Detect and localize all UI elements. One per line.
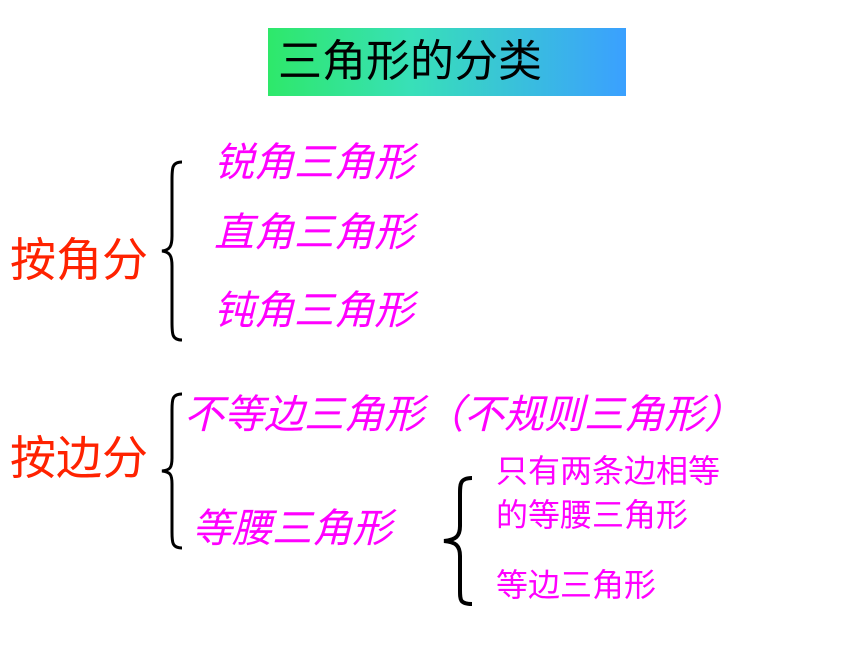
category-by-angle: 按角分 — [10, 233, 148, 287]
sub-item-equilateral-triangle: 等边三角形 — [496, 566, 657, 604]
title-banner — [268, 28, 626, 96]
category-by-side: 按边分 — [10, 431, 148, 485]
page-title: 三角形的分类 — [278, 36, 542, 87]
item-acute-triangle: 锐角三角形 — [214, 140, 414, 186]
item-obtuse-triangle: 钝角三角形 — [214, 288, 414, 334]
item-scalene-triangle: 不等边三角形（不规则三角形） — [184, 392, 744, 438]
item-right-triangle: 直角三角形 — [214, 210, 414, 256]
sub-item-isosceles-only-line1: 只有两条边相等 — [496, 452, 721, 490]
sub-item-isosceles-only-line2: 的等腰三角形 — [496, 496, 689, 534]
brace-by-side — [161, 392, 183, 550]
brace-by-angle — [161, 160, 183, 342]
brace-isosceles — [443, 476, 473, 606]
item-isosceles-triangle: 等腰三角形 — [192, 506, 392, 552]
